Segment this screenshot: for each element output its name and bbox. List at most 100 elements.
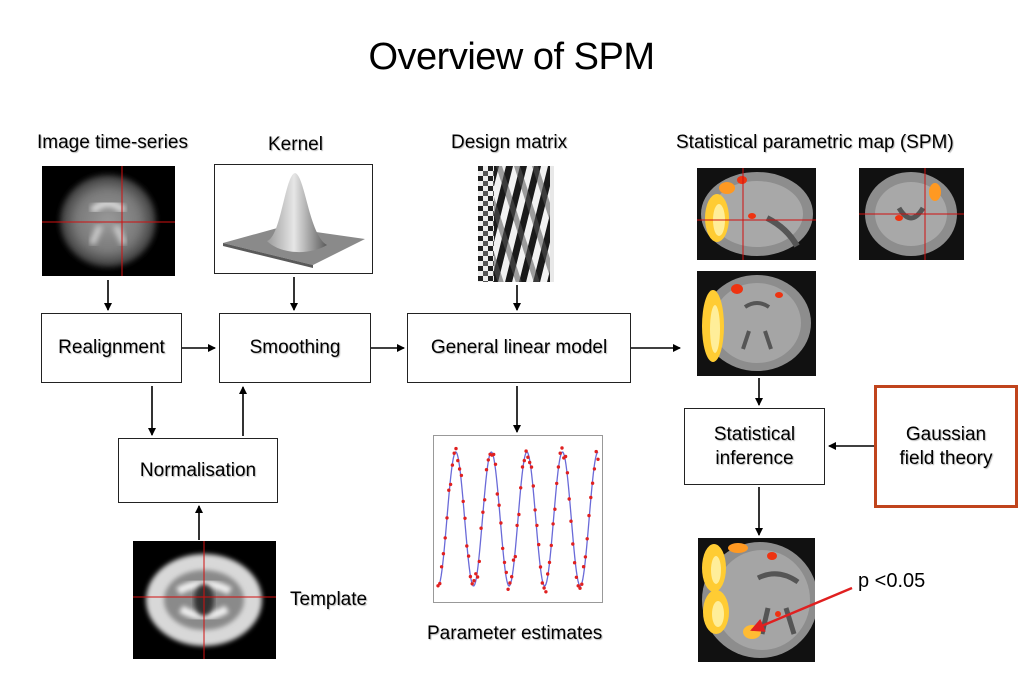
estimate-dot [470,582,474,586]
estimate-dot [454,446,458,451]
estimate-dot [475,575,480,579]
estimate-dot [495,492,499,496]
estimate-dot [542,586,546,590]
estimate-dot [445,516,449,520]
estimate-dot [569,519,573,523]
estimate-dot [590,481,595,485]
parameter-estimates-label: Parameter estimates [427,623,603,644]
statistical-inference-line1: Statistical [713,423,796,445]
estimate-dot [574,575,579,579]
estimate-dot [517,512,521,517]
estimate-dot [477,559,481,564]
estimate-dot [589,495,593,500]
estimate-dot [578,586,582,590]
time-series-brain-image [42,166,175,276]
estimate-dot [556,465,561,469]
estimate-dot [499,521,503,525]
estimate-dot [502,560,507,565]
estimate-dot [576,584,580,588]
design-matrix-image [478,166,554,282]
estimate-dot [439,565,444,569]
estimate-dot [506,587,510,591]
parameter-estimates-plot-frame [433,435,603,603]
estimate-dot [585,537,589,541]
estimate-dot [461,499,465,504]
estimate-dot [538,565,543,569]
estimate-dot [549,543,553,548]
normalisation-label: Normalisation [139,459,257,481]
estimate-dot [492,452,496,457]
normalisation-box: Normalisation [118,438,278,503]
estimate-dot [501,546,505,551]
realignment-box: Realignment [41,313,182,383]
gaussian-kernel-surface [223,173,365,268]
estimate-dot [572,561,577,565]
estimate-dot [531,484,535,488]
template-label: Template [290,589,368,610]
estimate-dot [537,542,541,547]
spm-coronal-brain [859,168,964,260]
estimate-dot [463,516,467,520]
estimate-dot [560,446,564,450]
estimate-dot [544,590,548,594]
p-value-label: p <0.05 [858,570,926,592]
estimate-dot [553,507,557,511]
parameter-estimates-plot [436,446,600,594]
estimate-dot [448,482,453,487]
kernel-image-frame [214,164,373,274]
statistical-inference-line2: inference [715,447,794,469]
glm-label: General linear model [430,337,608,359]
statistical-inference-box: Statistical inference [684,408,825,485]
estimate-dot [443,536,447,540]
kernel-label: Kernel [268,134,323,155]
estimate-dot [459,473,464,478]
estimate-dot [441,552,446,556]
estimate-dot [524,449,528,453]
estimate-dot [447,488,451,492]
estimate-dot [547,560,552,565]
estimate-dot [520,465,525,469]
estimate-dot [456,458,460,463]
estimate-dot [466,554,471,558]
estimate-dot [567,497,571,501]
estimate-dot [457,467,462,471]
estimate-dot [555,481,559,486]
glm-box: General linear model [407,313,631,383]
estimate-dot [504,570,508,575]
estimate-dot [526,455,530,459]
estimate-dot [565,471,570,475]
estimate-dot [438,581,442,586]
estimate-dot [508,581,512,585]
estimate-dot [493,462,498,466]
design-matrix-label: Design matrix [451,132,568,153]
result-brain-image [698,538,815,662]
estimate-dot [465,544,469,548]
estimate-dot [596,457,600,461]
smoothing-box: Smoothing [219,313,371,383]
spm-axial-brain [697,271,816,376]
template-brain-image [133,541,276,659]
gaussian-line1: Gaussian [905,423,987,445]
estimate-dot [563,454,568,459]
smoothing-label: Smoothing [249,337,341,359]
estimate-dot [558,451,562,455]
estimate-dot [472,579,476,583]
gaussian-line2: field theory [899,447,993,469]
estimate-dot [583,555,588,559]
spm-sagittal-brain [697,168,816,260]
estimate-dot [474,572,478,576]
estimate-dot [528,460,532,465]
estimate-dot [529,465,534,469]
estimate-dot [450,463,455,467]
estimate-dot [513,554,517,559]
estimate-dot [510,575,514,579]
image-time-series-label: Image time-series [37,132,188,153]
estimate-dot [468,574,473,579]
estimate-dot [511,558,516,562]
spm-label: Statistical parametric map (SPM) [676,132,954,153]
estimate-dot [519,486,523,490]
estimate-dot [571,542,575,546]
gaussian-field-theory-box: Gaussian field theory [874,385,1018,508]
estimate-dot [533,508,537,512]
